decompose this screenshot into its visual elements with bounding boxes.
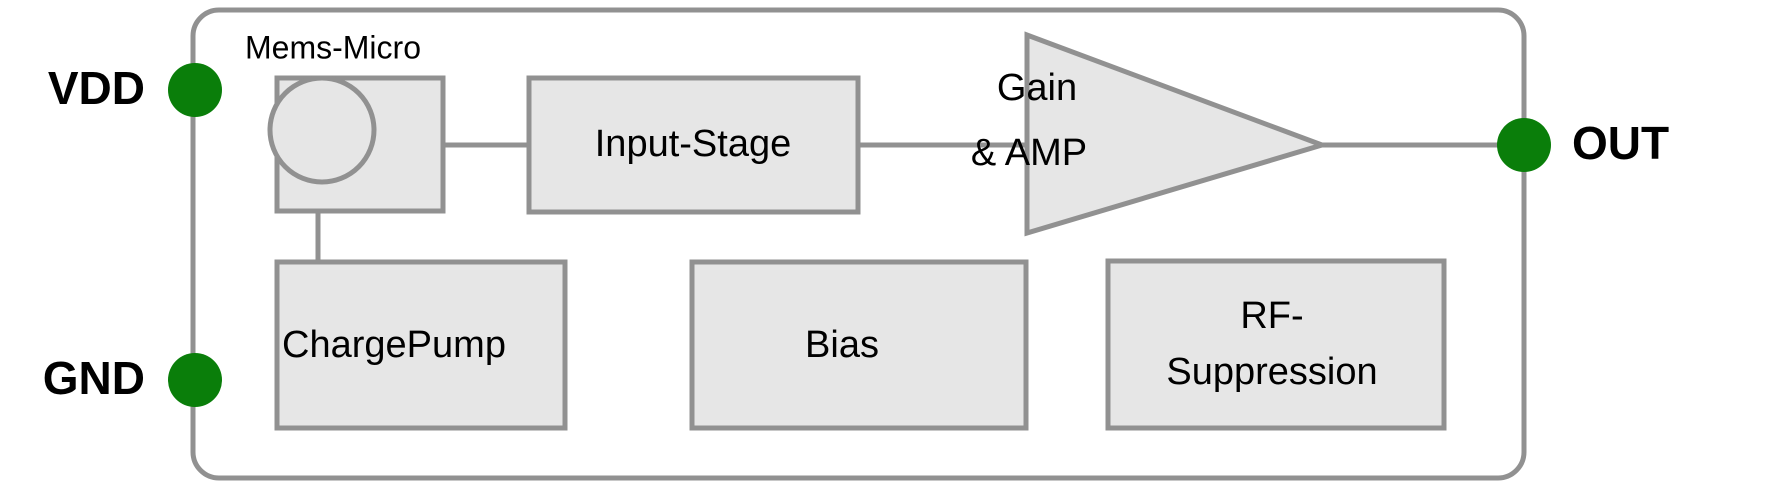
mems-diaphragm-icon: [267, 75, 377, 185]
gnd-node-dot[interactable]: [168, 353, 222, 407]
gain-amp-label-line2: & AMP: [971, 132, 1087, 174]
mems-micro-label: Mems-Micro: [245, 29, 421, 65]
pin-out[interactable]: OUT: [1497, 117, 1669, 172]
charge-pump-body: [274, 259, 568, 431]
gain-amp-label-line1: Gain: [997, 67, 1077, 109]
block-mems-micro[interactable]: Mems-Micro: [245, 29, 446, 214]
input-stage-body: [526, 75, 861, 215]
bias-label: Bias: [805, 324, 879, 366]
rf-suppression-label-line2: Suppression: [1166, 351, 1377, 393]
gain-amp-body: [1024, 31, 1330, 237]
charge-pump-label: ChargePump: [282, 324, 506, 366]
block-input-stage[interactable]: Input-Stage: [526, 75, 861, 215]
pin-vdd[interactable]: VDD: [48, 62, 222, 117]
block-gain-amp[interactable]: Gain & AMP: [971, 31, 1330, 237]
rf-suppression-body: [1105, 258, 1447, 431]
out-label: OUT: [1572, 117, 1669, 169]
input-stage-label: Input-Stage: [595, 123, 791, 165]
bias-body: [689, 259, 1029, 431]
block-rf-suppression[interactable]: RF- Suppression: [1105, 258, 1447, 431]
rf-suppression-label-line1: RF-: [1240, 295, 1303, 337]
package-outline-rect: [190, 7, 1527, 481]
gnd-label: GND: [43, 352, 145, 404]
block-charge-pump[interactable]: ChargePump: [274, 259, 568, 431]
vdd-label: VDD: [48, 62, 145, 114]
out-node-dot[interactable]: [1497, 118, 1551, 172]
pin-gnd[interactable]: GND: [43, 352, 222, 407]
vdd-node-dot[interactable]: [168, 63, 222, 117]
block-bias[interactable]: Bias: [689, 259, 1029, 431]
